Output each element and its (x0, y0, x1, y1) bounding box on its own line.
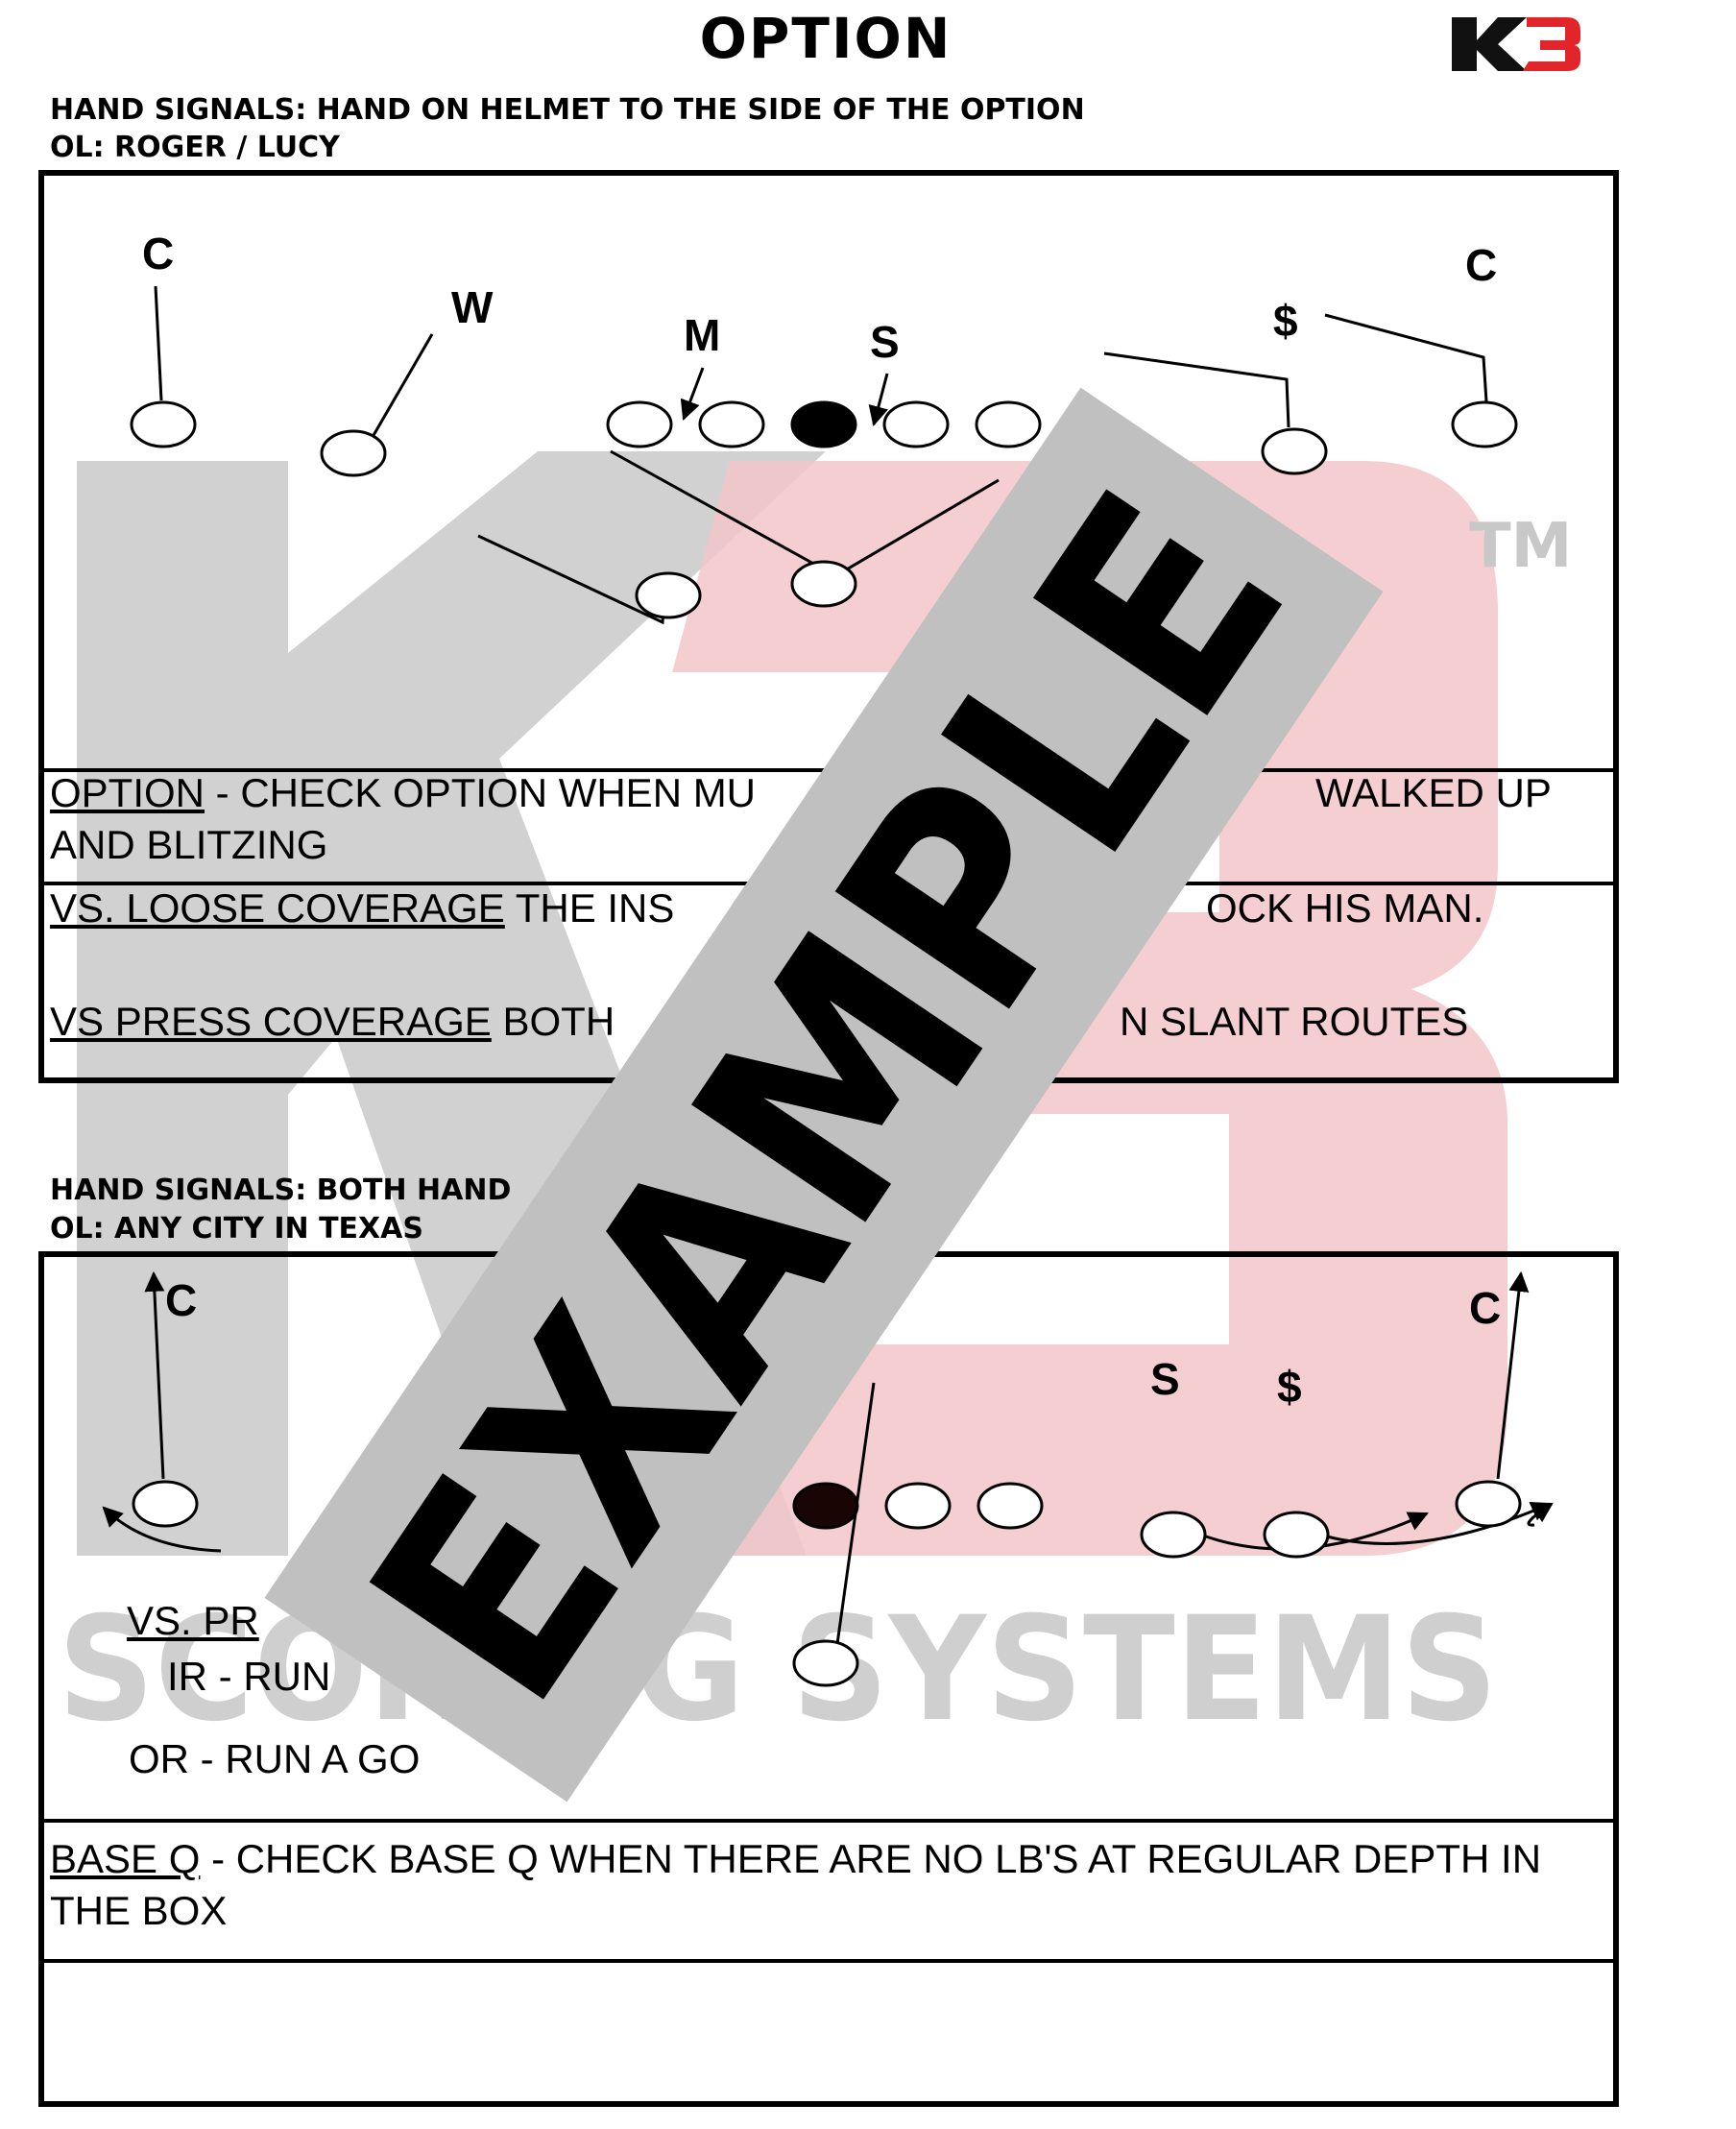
play1-note-loose-key: VS. LOOSE COVERAGE (50, 885, 505, 931)
play2-label-corner-left: C (165, 1275, 197, 1325)
play1-player-lg (698, 400, 765, 448)
play1-player-rt (975, 400, 1042, 448)
play2-note-press-heading: VS. PR (127, 1598, 259, 1643)
play1-note-loose-text: THE INS (504, 885, 675, 931)
play1-note-loose: VS. LOOSE COVERAGE THE INS (50, 883, 674, 933)
play2-label-corner-right: C (1469, 1283, 1501, 1333)
stamp-band (264, 387, 1384, 1802)
play1-note-press-text: BOTH (491, 999, 615, 1044)
play1-player-center (790, 400, 857, 448)
play2-note-base-line2: THE BOX (50, 1888, 228, 1933)
play2-hand-signals: HAND SIGNALS: BOTH HAND (50, 1173, 512, 1207)
play1-note-option-tail: WALKED UP (1315, 770, 1552, 815)
play2-note-ir: IR - RUN (167, 1654, 331, 1699)
play1-note-option-text: - CHECK OPTION WHEN MU (205, 770, 757, 815)
play1-note-press-tail: N SLANT ROUTES (1120, 999, 1469, 1044)
play1-note-press-key: VS PRESS COVERAGE (50, 999, 492, 1044)
play1-hand-signals: HAND SIGNALS: HAND ON HELMET TO THE SIDE… (50, 93, 1085, 127)
play2-player-slot-outer (1263, 1511, 1330, 1559)
play1-label-corner-left: C (142, 229, 174, 278)
play1-player-lt (606, 400, 673, 448)
play1-label-will: W (451, 282, 494, 332)
play1-player-slot-left (320, 429, 387, 477)
play2-divider-base (44, 1819, 1613, 1823)
play2-player-slot-inner (1140, 1511, 1207, 1559)
play1-player-wr-right (1451, 400, 1518, 448)
play1-player-rb (635, 571, 702, 619)
play2-player-wr-left (132, 1480, 199, 1528)
play1-label-safety: $ (1273, 296, 1298, 346)
play2-label-strong: S (1150, 1354, 1180, 1404)
play1-note-option-line2: AND BLITZING (50, 822, 328, 867)
play2-player-qb (792, 1639, 859, 1687)
play1-label-mike: M (684, 310, 720, 360)
play1-players (130, 400, 1518, 619)
play2-note-base-key: BASE Q (50, 1836, 201, 1881)
play1-player-qb (790, 560, 857, 608)
play2-note-base: BASE Q - CHECK BASE Q WHEN THERE ARE NO … (50, 1834, 1541, 1884)
play1-note-option-key: OPTION (50, 770, 205, 815)
page-title: OPTION (699, 6, 952, 71)
stamp-text: EXAMPLE (309, 439, 1349, 1756)
play2-divider-bottom (44, 1959, 1613, 1963)
play1-ol-call: OL: ROGER / LUCY (50, 131, 340, 164)
play2-player-wr-right (1455, 1480, 1522, 1528)
play2-players (132, 1480, 1522, 1687)
play1-note-option: OPTION - CHECK OPTION WHEN MU (50, 768, 756, 818)
play1-player-wr-left (130, 400, 197, 448)
play1-label-strong: S (870, 317, 900, 367)
play1-label-corner-right: C (1465, 240, 1497, 290)
play2-note-or: OR - RUN A GO (129, 1736, 421, 1781)
play1-player-slot-right (1261, 427, 1328, 475)
play2-player-rt (976, 1482, 1044, 1530)
play2-player-center (792, 1482, 859, 1530)
play1-player-rg (882, 400, 950, 448)
play1-note-press: VS PRESS COVERAGE BOTH (50, 997, 615, 1047)
play2-player-rg (884, 1482, 952, 1530)
play2-label-safety: $ (1277, 1362, 1302, 1412)
play1-note-loose-tail: OCK HIS MAN. (1206, 885, 1484, 931)
watermark-tm: TM (1469, 511, 1572, 582)
play2-note-base-text: - CHECK BASE Q WHEN THERE ARE NO LB'S AT… (200, 1836, 1542, 1881)
play2-ol-call: OL: ANY CITY IN TEXAS (50, 1212, 423, 1246)
